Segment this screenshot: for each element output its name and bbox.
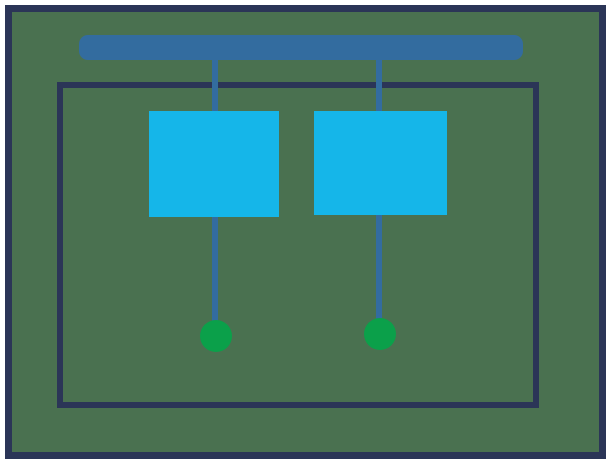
endpoint-dot-right[interactable] [364,318,396,350]
outer-frame-shape[interactable] [5,5,606,459]
inner-frame-shape[interactable] [57,82,539,408]
device-box-left[interactable] [149,111,279,217]
endpoint-dot-left[interactable] [200,320,232,352]
rail-bar-shape[interactable] [79,35,523,60]
device-box-right[interactable] [314,111,447,215]
